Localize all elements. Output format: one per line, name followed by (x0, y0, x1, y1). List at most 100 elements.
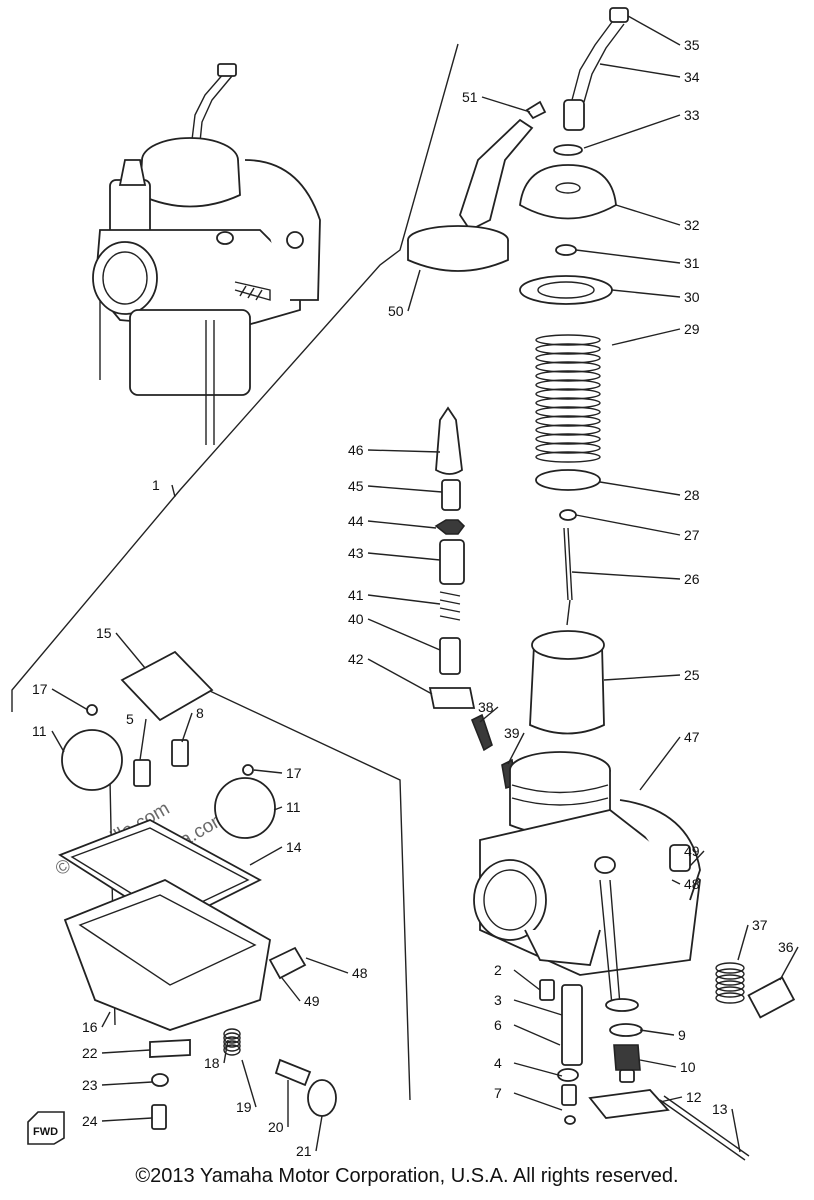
leader-line (315, 1115, 323, 1152)
leader-line (101, 1081, 153, 1086)
leader-line (281, 977, 301, 1002)
part-callout-37: 37 (752, 917, 768, 933)
part-callout-24: 24 (82, 1113, 98, 1129)
part-callout-19: 19 (236, 1099, 252, 1115)
copyright-notice: ©2013 Yamaha Motor Corporation, U.S.A. A… (135, 1165, 679, 1187)
leader-line (253, 769, 283, 774)
leader-line (575, 514, 681, 536)
part-callout-7: 7 (494, 1085, 502, 1101)
leader-line (51, 688, 89, 711)
leader-line (603, 674, 681, 681)
part-callout-15: 15 (96, 625, 112, 641)
leader-line (737, 924, 749, 961)
part-callout-40: 40 (348, 611, 364, 627)
leader-line (513, 1024, 561, 1046)
pilot-screw-spring (715, 962, 745, 1004)
throttle-valve-spring (535, 334, 601, 463)
leader-line (599, 63, 681, 78)
leader-line (407, 269, 421, 312)
leader-line (273, 806, 283, 811)
part-callout-30: 30 (684, 289, 700, 305)
part-callout-20: 20 (268, 1119, 284, 1135)
leader-line (639, 1029, 675, 1036)
part-callout-3: 3 (494, 992, 502, 1008)
needle-jet-parts (428, 406, 517, 790)
part-callout-47: 47 (684, 729, 700, 745)
fwd-label: FWD (33, 1126, 58, 1138)
part-callout-46: 46 (348, 442, 364, 458)
part-callout-44: 44 (348, 513, 364, 529)
part-callout-50: 50 (388, 303, 404, 319)
part-callout-38: 38 (478, 699, 494, 715)
part-callout-45: 45 (348, 478, 364, 494)
part-callout-11: 11 (286, 799, 301, 815)
part-callout-31: 31 (684, 255, 700, 271)
leader-line (615, 204, 681, 226)
part-callout-16: 16 (82, 1019, 98, 1035)
leader-line (507, 732, 525, 765)
leader-line (513, 1092, 563, 1111)
leader-line (599, 481, 681, 496)
leader-line (51, 730, 65, 753)
leader-line (367, 618, 441, 651)
leader-line (659, 1096, 683, 1103)
leader-line (575, 249, 681, 264)
float-bowl-assembly (58, 650, 411, 1130)
leader-line (671, 879, 681, 885)
leader-lines (51, 15, 799, 1153)
leader-line (139, 718, 147, 761)
leader-line (223, 1039, 229, 1064)
part-callout-17: 17 (286, 765, 302, 781)
leader-line (513, 969, 541, 991)
leader-line (779, 946, 799, 981)
leader-line (241, 1059, 257, 1108)
part-callout-43: 43 (348, 545, 364, 561)
leader-line (689, 850, 705, 867)
part-callout-28: 28 (684, 487, 700, 503)
part-callout-26: 26 (684, 571, 700, 587)
part-callout-6: 6 (494, 1017, 502, 1033)
part-callout-36: 36 (778, 939, 794, 955)
leader-line (171, 484, 176, 498)
callout-labels: 3534513332503130294628452744432641404225… (32, 37, 794, 1159)
part-callout-42: 42 (348, 651, 364, 667)
part-callout-5: 5 (126, 711, 134, 727)
part-callout-4: 4 (494, 1055, 502, 1071)
part-callout-14: 14 (286, 839, 302, 855)
part-callout-41: 41 (348, 587, 364, 603)
part-callout-23: 23 (82, 1077, 98, 1093)
leader-line (513, 999, 563, 1016)
leader-line (181, 712, 193, 743)
forward-arrow-icon: FWD (24, 1108, 68, 1151)
part-callout-11: 11 (32, 723, 47, 739)
assembled-carburetor (92, 63, 321, 445)
leader-line (367, 658, 433, 695)
part-callout-21: 21 (296, 1143, 312, 1159)
part-callout-49: 49 (304, 993, 320, 1009)
part-callout-22: 22 (82, 1045, 98, 1061)
main-carburetor-body (473, 751, 701, 1006)
leader-line (627, 15, 681, 46)
leader-line (115, 632, 146, 669)
part-callout-10: 10 (680, 1059, 696, 1075)
part-callout-34: 34 (684, 69, 700, 85)
part-callout-25: 25 (684, 667, 700, 683)
part-callout-18: 18 (204, 1055, 220, 1071)
part-callout-51: 51 (462, 89, 478, 105)
leader-line (479, 706, 499, 723)
leader-line (367, 594, 441, 605)
part-callout-9: 9 (678, 1027, 686, 1043)
float-valve-spring (223, 1028, 241, 1056)
mixing-chamber-top-parts (519, 7, 629, 735)
leader-line (305, 957, 349, 974)
part-callout-13: 13 (712, 1101, 728, 1117)
leader-line (249, 846, 283, 866)
leader-line (611, 289, 681, 298)
part-callout-17: 17 (32, 681, 48, 697)
leader-line (611, 328, 681, 346)
part-callout-27: 27 (684, 527, 700, 543)
lower-right-parts (539, 962, 796, 1161)
leader-line (571, 571, 681, 580)
divider-line (11, 43, 459, 712)
leader-line (639, 736, 681, 791)
